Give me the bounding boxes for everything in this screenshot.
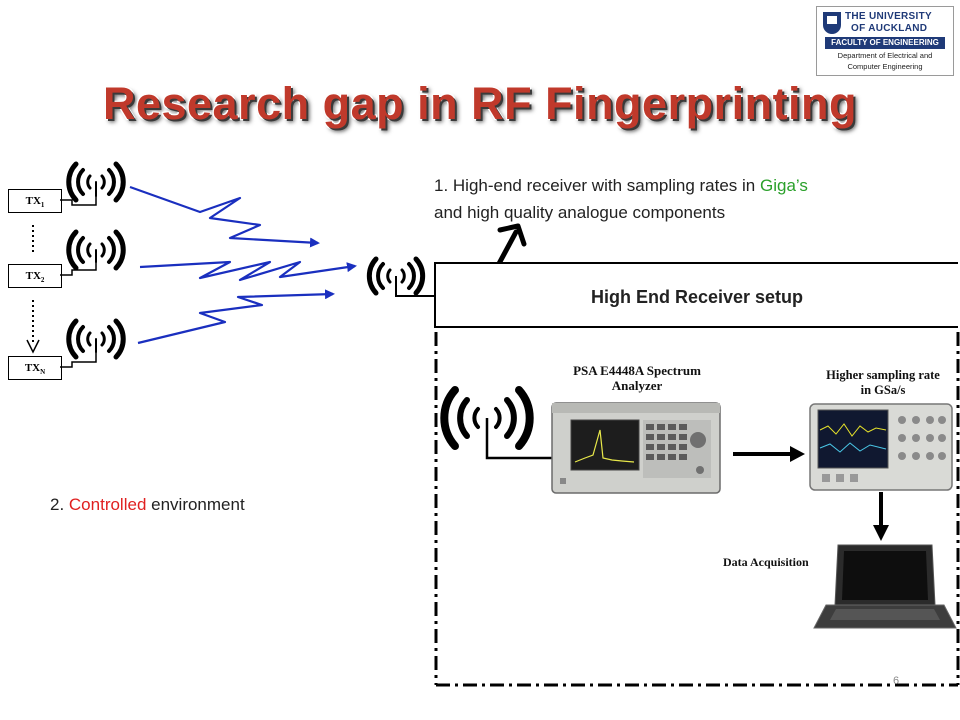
setup-antenna-cable <box>485 418 556 460</box>
point1-line2: and high quality analogue components <box>434 203 726 222</box>
rx-antenna-icon <box>366 256 426 296</box>
tx-label: TX <box>25 270 41 282</box>
oscilloscope-device <box>809 403 953 491</box>
tx-box-2: TX2 <box>8 264 62 288</box>
tx-label: TX <box>24 362 41 374</box>
tx-box-n: TXN <box>8 356 62 380</box>
logo-department-line1: Department of Electrical and <box>837 51 933 60</box>
logo-faculty: FACULTY OF ENGINEERING <box>825 37 945 49</box>
tx2-antenna-icon <box>66 229 126 271</box>
receiver-setup-title: High End Receiver setup <box>590 287 804 307</box>
tx2-feed-line <box>60 262 97 276</box>
logo-university-line1: THE UNIVERSITY <box>845 11 932 22</box>
logo-university-line2: OF AUCKLAND <box>851 23 928 34</box>
university-logo: THE UNIVERSITY OF AUCKLAND FACULTY OF EN… <box>816 6 954 76</box>
scope-label-line2: in GSa/s <box>860 383 906 397</box>
spectrum-analyzer-device <box>551 402 721 494</box>
oscilloscope-label: Higher sampling rate in GSa/s <box>808 368 958 398</box>
point1-text: 1. High-end receiver with sampling rates… <box>434 176 760 195</box>
slide-number: 6 <box>893 675 900 687</box>
tx1-antenna-icon <box>66 161 126 203</box>
txn-antenna-icon <box>66 318 126 360</box>
tx-connector-arrowhead <box>26 339 40 354</box>
laptop-icon <box>813 544 957 629</box>
psa-label-line2: Analyzer <box>611 378 663 393</box>
txn-feed-line <box>60 352 97 368</box>
point2-highlight: Controlled <box>68 495 147 514</box>
tx-subscript: N <box>40 368 46 377</box>
analyzer-to-scope-arrowhead <box>790 446 805 462</box>
signal-path-tx2 <box>139 260 357 282</box>
crest-icon <box>823 12 841 34</box>
point1-highlight: Giga’s <box>759 176 808 195</box>
slide-title: Research gap in RF Fingerprinting <box>102 78 858 129</box>
research-point-1: 1. High-end receiver with sampling rates… <box>434 172 808 226</box>
receiver-setup-header: High End Receiver setup <box>434 262 958 328</box>
data-acquisition-label: Data Acquisition <box>723 555 809 569</box>
tx-subscript: 2 <box>40 276 45 285</box>
tx-subscript: 1 <box>40 201 45 210</box>
point2-suffix: environment <box>146 495 245 514</box>
signal-path-txn <box>137 289 335 345</box>
logo-department-line2: Computer Engineering <box>847 62 923 71</box>
scope-to-laptop-arrowhead <box>873 525 889 541</box>
scope-label-line1: Higher sampling rate <box>826 368 940 382</box>
receiver-setup-frame <box>434 332 960 687</box>
psa-label-line1: PSA E4448A Spectrum <box>573 363 701 378</box>
signal-path-tx1 <box>129 185 320 248</box>
point2-prefix: 2. <box>50 495 69 514</box>
setup-antenna-icon <box>440 386 534 450</box>
tx-label: TX <box>25 195 41 207</box>
rx-feed-line <box>395 276 434 297</box>
spectrum-analyzer-label: PSA E4448A Spectrum Analyzer <box>552 363 722 393</box>
research-point-2: 2. Controlled environment <box>50 495 245 515</box>
tx1-feed-line <box>60 196 97 206</box>
pointer-arrow-head <box>497 223 527 247</box>
tx-box-1: TX1 <box>8 189 62 213</box>
